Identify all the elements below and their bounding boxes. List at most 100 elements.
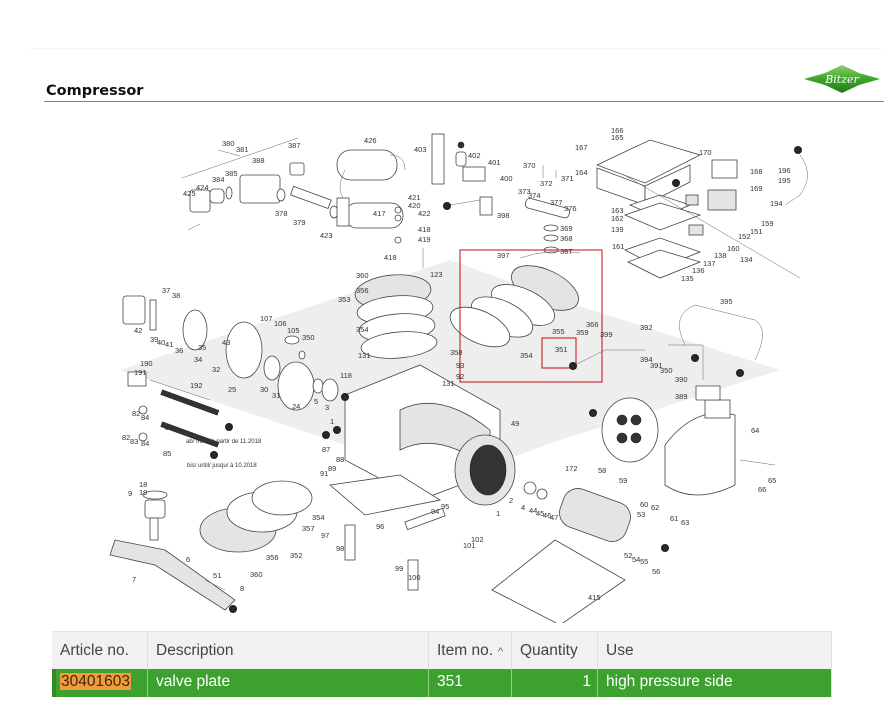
label-105[interactable]: 105 — [287, 326, 300, 335]
label-425[interactable]: 425 — [183, 189, 196, 198]
column-header-item-no[interactable]: Item no.^ — [429, 632, 512, 669]
label-354-lower[interactable]: 354 — [312, 513, 325, 522]
label-423[interactable]: 423 — [320, 231, 333, 240]
label-377[interactable]: 377 — [550, 198, 563, 207]
label-85-b[interactable]: 85 — [163, 449, 171, 458]
label-426[interactable]: 426 — [364, 136, 377, 145]
label-85-a[interactable]: 85 — [165, 423, 173, 432]
label-62[interactable]: 62 — [651, 503, 659, 512]
label-3[interactable]: 3 — [325, 403, 329, 412]
label-394[interactable]: 394 — [640, 355, 653, 364]
label-98[interactable]: 98 — [336, 544, 344, 553]
label-65[interactable]: 65 — [768, 476, 776, 485]
label-66[interactable]: 66 — [758, 485, 766, 494]
label-60[interactable]: 60 — [640, 500, 648, 509]
label-5[interactable]: 5 — [314, 397, 318, 406]
highlight-frame-item-351[interactable] — [541, 337, 577, 369]
label-54[interactable]: 54 — [632, 555, 640, 564]
label-357[interactable]: 357 — [302, 524, 315, 533]
label-55[interactable]: 55 — [640, 557, 648, 566]
label-388[interactable]: 388 — [252, 156, 265, 165]
label-43[interactable]: 43 — [222, 338, 230, 347]
label-379[interactable]: 379 — [293, 218, 306, 227]
label-97[interactable]: 97 — [321, 531, 329, 540]
label-360[interactable]: 360 — [356, 271, 369, 280]
label-96[interactable]: 96 — [376, 522, 384, 531]
label-95[interactable]: 95 — [441, 502, 449, 511]
label-35[interactable]: 35 — [198, 343, 206, 352]
label-131-a[interactable]: 131 — [358, 351, 371, 360]
label-167[interactable]: 167 — [575, 143, 588, 152]
label-7[interactable]: 7 — [132, 575, 136, 584]
label-402[interactable]: 402 — [468, 151, 481, 160]
label-84-a[interactable]: 84 — [141, 413, 149, 422]
label-420[interactable]: 420 — [408, 201, 421, 210]
label-82-b[interactable]: 82 — [122, 433, 130, 442]
label-370[interactable]: 370 — [523, 161, 536, 170]
label-421[interactable]: 421 — [408, 193, 421, 202]
label-163[interactable]: 163 — [611, 206, 624, 215]
label-152[interactable]: 152 — [738, 232, 751, 241]
label-353[interactable]: 353 — [338, 295, 351, 304]
label-369[interactable]: 369 — [560, 224, 573, 233]
label-123[interactable]: 123 — [430, 270, 443, 279]
label-172[interactable]: 172 — [565, 464, 578, 473]
label-380[interactable]: 380 — [222, 139, 235, 148]
label-94[interactable]: 94 — [431, 507, 439, 516]
label-195[interactable]: 195 — [778, 176, 791, 185]
label-196[interactable]: 196 — [778, 166, 791, 175]
label-164[interactable]: 164 — [575, 168, 588, 177]
label-384[interactable]: 384 — [212, 175, 225, 184]
table-row[interactable]: 30401603 valve plate 351 1 high pressure… — [52, 669, 832, 697]
label-166[interactable]: 166 — [611, 126, 624, 135]
column-header-description[interactable]: Description — [148, 632, 429, 669]
label-192[interactable]: 192 — [190, 381, 203, 390]
column-header-article-no[interactable]: Article no. — [52, 632, 148, 669]
label-87[interactable]: 87 — [322, 445, 330, 454]
label-160[interactable]: 160 — [727, 244, 740, 253]
column-header-use[interactable]: Use — [598, 632, 832, 669]
label-356-lower[interactable]: 356 — [266, 553, 279, 562]
label-395[interactable]: 395 — [720, 297, 733, 306]
label-63[interactable]: 63 — [681, 518, 689, 527]
label-82-a[interactable]: 82 — [132, 409, 140, 418]
label-44[interactable]: 44 — [529, 506, 537, 515]
label-162[interactable]: 162 — [611, 214, 624, 223]
label-53[interactable]: 53 — [637, 510, 645, 519]
label-39[interactable]: 39 — [150, 335, 158, 344]
label-351[interactable]: 351 — [555, 345, 568, 354]
label-31[interactable]: 31 — [272, 391, 280, 400]
label-51[interactable]: 51 — [213, 571, 221, 580]
label-381[interactable]: 381 — [236, 145, 249, 154]
label-392[interactable]: 392 — [640, 323, 653, 332]
label-424[interactable]: 424 — [196, 183, 209, 192]
label-64[interactable]: 64 — [751, 426, 759, 435]
label-84-b[interactable]: 84 — [141, 439, 149, 448]
label-391[interactable]: 391 — [650, 361, 663, 370]
label-366[interactable]: 366 — [586, 320, 599, 329]
label-387[interactable]: 387 — [288, 141, 301, 150]
label-38[interactable]: 38 — [172, 291, 180, 300]
label-56[interactable]: 56 — [652, 567, 660, 576]
label-36[interactable]: 36 — [175, 346, 183, 355]
label-376[interactable]: 376 — [564, 204, 577, 213]
label-371[interactable]: 371 — [561, 174, 574, 183]
label-4[interactable]: 4 — [521, 503, 525, 512]
label-354[interactable]: 354 — [520, 351, 533, 360]
label-47[interactable]: 47 — [550, 513, 558, 522]
label-368[interactable]: 368 — [560, 234, 573, 243]
label-169[interactable]: 169 — [750, 184, 763, 193]
label-378[interactable]: 378 — [275, 209, 288, 218]
label-419[interactable]: 419 — [418, 235, 431, 244]
label-8[interactable]: 8 — [240, 584, 244, 593]
label-32[interactable]: 32 — [212, 365, 220, 374]
label-42[interactable]: 42 — [134, 326, 142, 335]
label-422[interactable]: 422 — [418, 209, 431, 218]
label-399[interactable]: 399 — [600, 330, 613, 339]
label-367[interactable]: 367 — [560, 247, 573, 256]
label-6[interactable]: 6 — [186, 555, 190, 564]
label-136[interactable]: 136 — [692, 266, 705, 275]
label-89[interactable]: 89 — [328, 464, 336, 473]
label-403[interactable]: 403 — [414, 145, 427, 154]
sort-ascending-icon[interactable]: ^ — [498, 646, 504, 658]
